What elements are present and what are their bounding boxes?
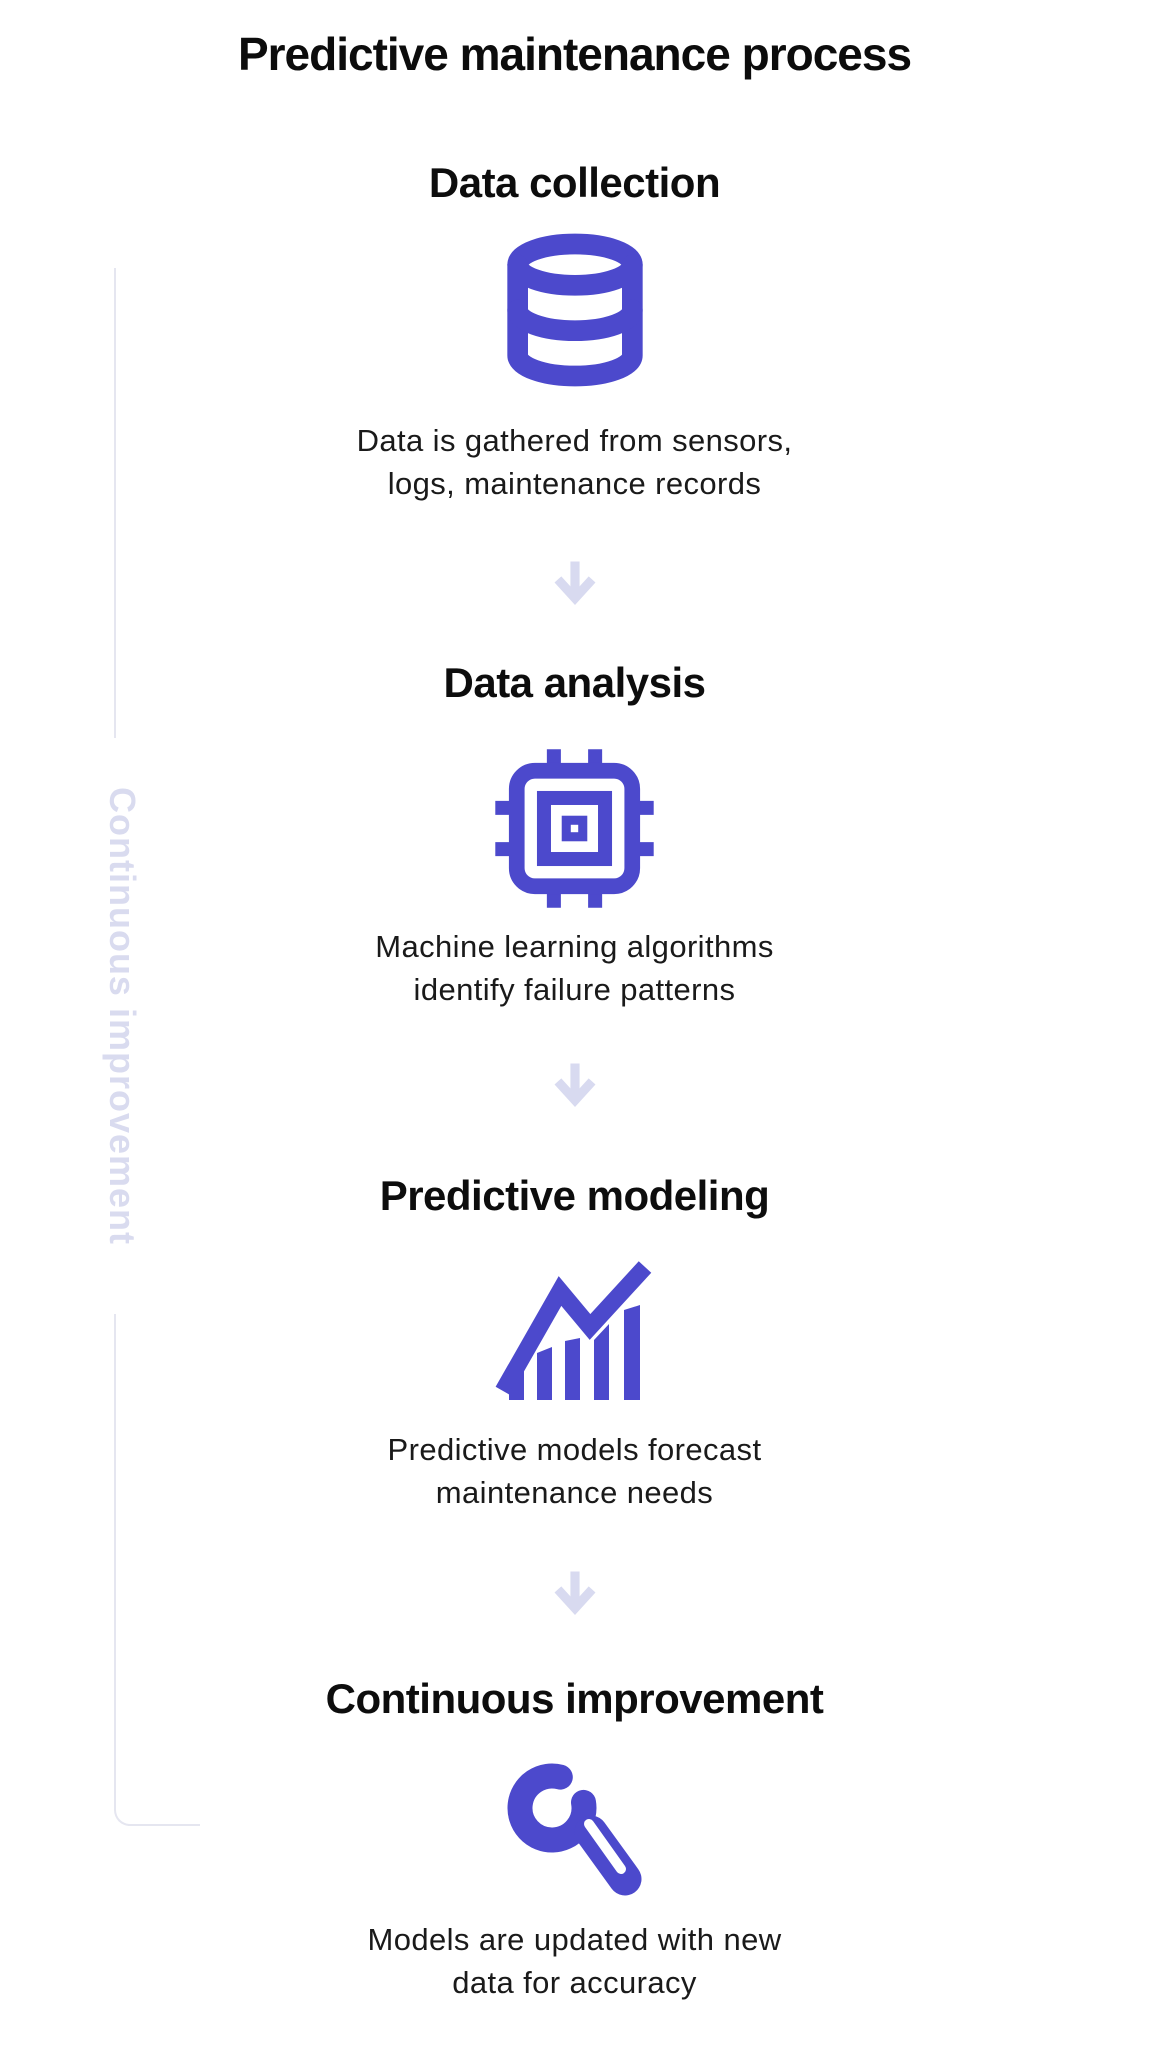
page-title: Predictive maintenance process bbox=[237, 28, 912, 80]
cpu-chip-icon bbox=[495, 749, 654, 908]
description-line: identify failure patterns bbox=[413, 972, 736, 1007]
database-icon bbox=[506, 233, 643, 387]
down-arrow-icon bbox=[554, 561, 595, 605]
down-arrow-icon bbox=[554, 1063, 595, 1107]
step-description-continuous-improvement: Models are updated with new data for acc… bbox=[0, 1918, 1149, 2004]
step-heading-data-collection: Data collection bbox=[428, 159, 721, 206]
wrench-icon bbox=[507, 1763, 641, 1896]
step-description-data-analysis: Machine learning algorithms identify fai… bbox=[0, 925, 1149, 1011]
step-description-predictive-modeling: Predictive models forecast maintenance n… bbox=[0, 1428, 1149, 1514]
side-bracket-line-top bbox=[114, 268, 116, 738]
description-line: Data is gathered from sensors, bbox=[356, 423, 793, 458]
step-heading-continuous-improvement: Continuous improvement bbox=[325, 1675, 824, 1722]
description-line: Predictive models forecast bbox=[387, 1432, 762, 1467]
description-line: maintenance needs bbox=[435, 1475, 714, 1510]
description-line: logs, maintenance records bbox=[387, 466, 762, 501]
description-line: Machine learning algorithms bbox=[375, 929, 774, 964]
step-heading-data-analysis: Data analysis bbox=[443, 659, 707, 706]
trend-chart-icon bbox=[495, 1261, 651, 1400]
side-label-continuous-improvement: Continuous improvement bbox=[102, 787, 143, 1246]
step-heading-predictive-modeling: Predictive modeling bbox=[379, 1172, 770, 1219]
down-arrow-icon bbox=[554, 1571, 595, 1615]
description-line: Models are updated with new bbox=[367, 1922, 782, 1957]
side-bracket-line-bottom bbox=[114, 1314, 200, 1826]
step-description-data-collection: Data is gathered from sensors, logs, mai… bbox=[0, 419, 1149, 505]
description-line: data for accuracy bbox=[452, 1965, 697, 2000]
